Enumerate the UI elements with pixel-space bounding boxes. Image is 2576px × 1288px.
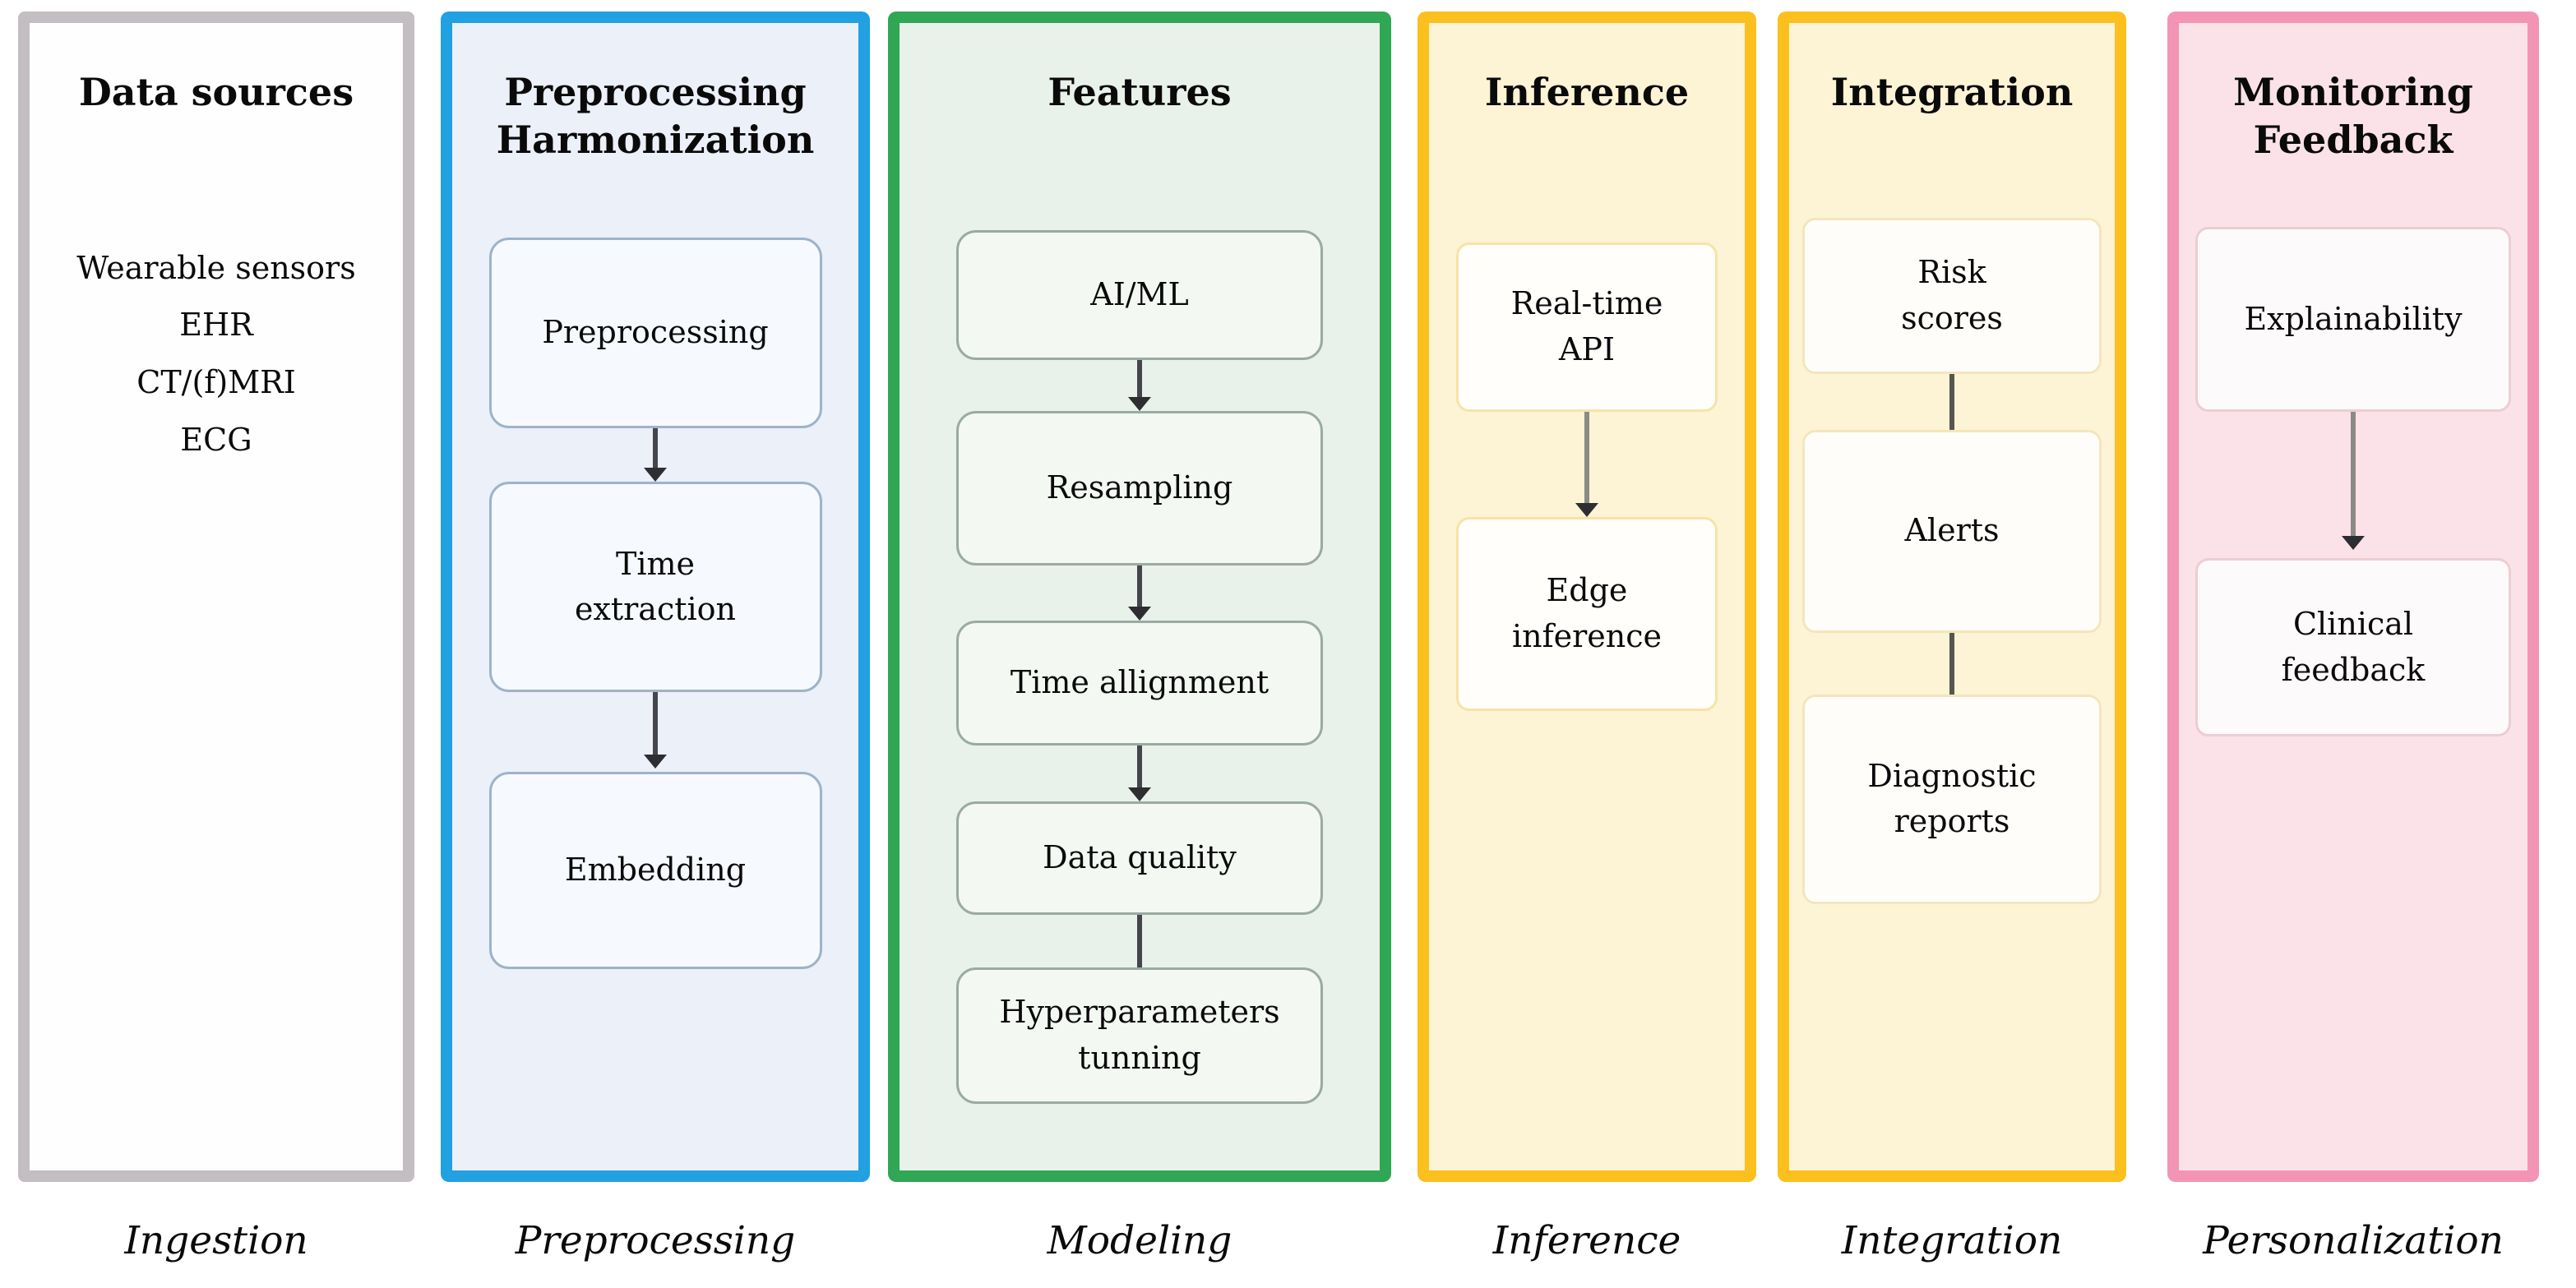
flow-node-real-time-api: Real-time API: [1456, 242, 1718, 412]
arrow-line: [1137, 565, 1142, 607]
flow-node-preprocessing: Preprocessing: [488, 238, 822, 428]
arrow-line: [1137, 359, 1142, 397]
arrow-line: [1137, 745, 1142, 787]
panel-title-inference: Inference: [1484, 70, 1690, 114]
arrow-head-icon: [1128, 787, 1151, 801]
panel-title-features: Features: [1048, 70, 1232, 114]
arrow-line: [653, 428, 658, 468]
data-source-item: Wearable sensors: [76, 249, 356, 286]
stage-panel-integration: Integration Risk scores Alerts Diagnosti…: [1778, 12, 2126, 1182]
stage-panel-monitoring-feedback: Monitoring Feedback Explainability Clini…: [2167, 12, 2539, 1182]
flow-node-ai-ml: AI/ML: [956, 229, 1323, 360]
arrow-line: [2351, 412, 2356, 536]
arrow-head-icon: [644, 468, 667, 482]
flow-node-alerts: Alerts: [1802, 429, 2102, 633]
data-source-list: Wearable sensors EHR CT/(f)MRI ECG: [30, 240, 403, 470]
connector-line: [1949, 632, 1954, 695]
flow-node-risk-scores: Risk scores: [1802, 217, 2102, 374]
stage-panel-preprocessing-harmonization: Preprocessing Harmonization Preprocessin…: [441, 12, 870, 1182]
stage-label-ingestion: Ingestion: [124, 1218, 308, 1263]
flow-node-data-quality: Data quality: [956, 801, 1323, 915]
arrow-head-icon: [1128, 606, 1151, 621]
flow-node-clinical-feedback: Clinical feedback: [2195, 558, 2511, 736]
flow-node-embedding: Embedding: [488, 772, 822, 969]
data-source-item: EHR: [179, 307, 253, 344]
stage-panel-features: Features AI/ML Resampling Time allignmen…: [888, 12, 1391, 1182]
flow-node-diagnostic-reports: Diagnostic reports: [1802, 694, 2102, 904]
panel-title-data-sources: Data sources: [78, 70, 354, 114]
panel-title-preprocessing-harmonization: Preprocessing Harmonization: [496, 70, 815, 162]
arrow-head-icon: [2342, 536, 2365, 550]
arrow-head-icon: [644, 755, 667, 769]
stage-panel-data-sources: Data sources Wearable sensors EHR CT/(f)…: [18, 12, 414, 1182]
stage-label-modeling: Modeling: [1047, 1218, 1233, 1263]
arrow-head-icon: [1128, 396, 1151, 411]
arrow-line: [1584, 411, 1589, 503]
flow-node-resampling: Resampling: [956, 410, 1323, 566]
stage-label-preprocessing: Preprocessing: [515, 1218, 796, 1263]
flow-node-explainability: Explainability: [2195, 227, 2511, 412]
stage-label-integration: Integration: [1841, 1218, 2063, 1263]
stage-label-inference: Inference: [1492, 1218, 1681, 1263]
flow-node-time-extraction: Time extraction: [488, 482, 822, 692]
flow-node-hyperparameters-tunning: Hyperparameters tunning: [956, 967, 1323, 1104]
stage-panel-inference: Inference Real-time API Edge inference: [1417, 12, 1756, 1182]
data-source-item: ECG: [180, 422, 252, 459]
flow-node-time-allignment: Time allignment: [956, 620, 1323, 746]
panel-title-monitoring-feedback: Monitoring Feedback: [2233, 70, 2473, 162]
data-source-item: CT/(f)MRI: [136, 364, 296, 401]
arrow-line: [653, 692, 658, 755]
arrow-head-icon: [1575, 502, 1598, 517]
flow-node-edge-inference: Edge inference: [1456, 516, 1718, 711]
connector-line: [1137, 914, 1142, 967]
stage-label-personalization: Personalization: [2203, 1218, 2504, 1263]
connector-line: [1949, 373, 1954, 430]
panel-title-integration: Integration: [1830, 70, 2074, 114]
